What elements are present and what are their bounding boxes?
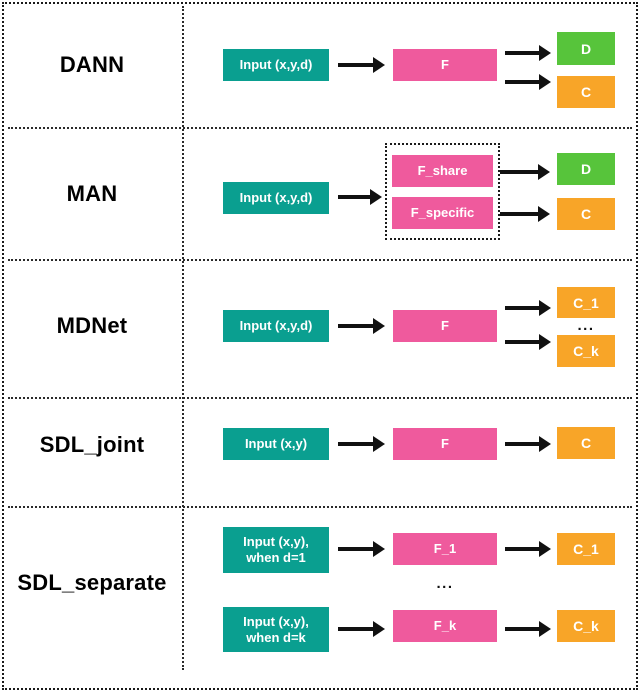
row-divider <box>8 506 632 508</box>
dann-domain-output-box: D <box>557 32 615 65</box>
arrow-icon <box>505 436 551 452</box>
man-domain-output-box: D <box>557 153 615 185</box>
arrow-icon <box>338 189 382 205</box>
arrow-icon <box>505 541 551 557</box>
row-label-dann: DANN <box>59 52 125 77</box>
input-line-2: when d=1 <box>246 550 306 565</box>
arrow-icon <box>500 164 550 180</box>
man-classifier-output-box: C <box>557 198 615 230</box>
sdl-joint-input-box: Input (x,y) <box>223 428 329 460</box>
arrow-icon <box>505 74 551 90</box>
input-line-1: Input (x,y), <box>243 613 309 629</box>
ellipsis-pipelines: ... <box>436 575 454 592</box>
row-label-man: MAN <box>66 181 118 206</box>
arrow-icon <box>338 318 385 334</box>
label-column-separator <box>182 6 184 670</box>
arrow-icon <box>505 334 551 350</box>
row-label-sdl-joint: SDL_joint <box>39 432 145 457</box>
arrow-icon <box>338 621 385 637</box>
arrow-icon <box>338 57 385 73</box>
sdl-separate-input-k-box: Input (x,y), when d=k <box>223 607 329 652</box>
input-line-2: when d=k <box>246 629 306 645</box>
arrow-icon <box>338 541 385 557</box>
row-divider <box>8 397 632 399</box>
arrow-icon <box>505 300 551 316</box>
row-label-mdnet: MDNet <box>56 313 128 338</box>
man-feature-share-box: F_share <box>392 155 493 187</box>
arrow-icon <box>505 45 551 61</box>
dann-input-box: Input (x,y,d) <box>223 49 329 81</box>
row-divider <box>8 259 632 261</box>
sdl-separate-feature-k-box: F_k <box>393 610 497 642</box>
man-input-box: Input (x,y,d) <box>223 182 329 214</box>
mdnet-classifier-k-box: C_k <box>557 335 615 367</box>
mdnet-feature-box: F <box>393 310 497 342</box>
sdl-separate-classifier-1-box: C_1 <box>557 533 615 565</box>
sdl-joint-classifier-output-box: C <box>557 427 615 459</box>
arrow-icon <box>500 206 550 222</box>
sdl-joint-feature-box: F <box>393 428 497 460</box>
man-feature-group-box <box>385 143 500 240</box>
dann-classifier-output-box: C <box>557 76 615 108</box>
row-label-sdl-separate: SDL_separate <box>17 570 167 595</box>
mdnet-input-box: Input (x,y,d) <box>223 310 329 342</box>
input-line-1: Input (x,y), <box>243 534 309 549</box>
ellipsis-classifiers: ... <box>577 317 595 334</box>
man-feature-specific-box: F_specific <box>392 197 493 229</box>
sdl-separate-input-1-box: Input (x,y), when d=1 <box>223 527 329 573</box>
row-divider <box>8 127 632 129</box>
sdl-separate-classifier-k-box: C_k <box>557 610 615 642</box>
sdl-separate-feature-1-box: F_1 <box>393 533 497 565</box>
arrow-icon <box>505 621 551 637</box>
arrow-icon <box>338 436 385 452</box>
dann-feature-box: F <box>393 49 497 81</box>
mdnet-classifier-1-box: C_1 <box>557 287 615 318</box>
